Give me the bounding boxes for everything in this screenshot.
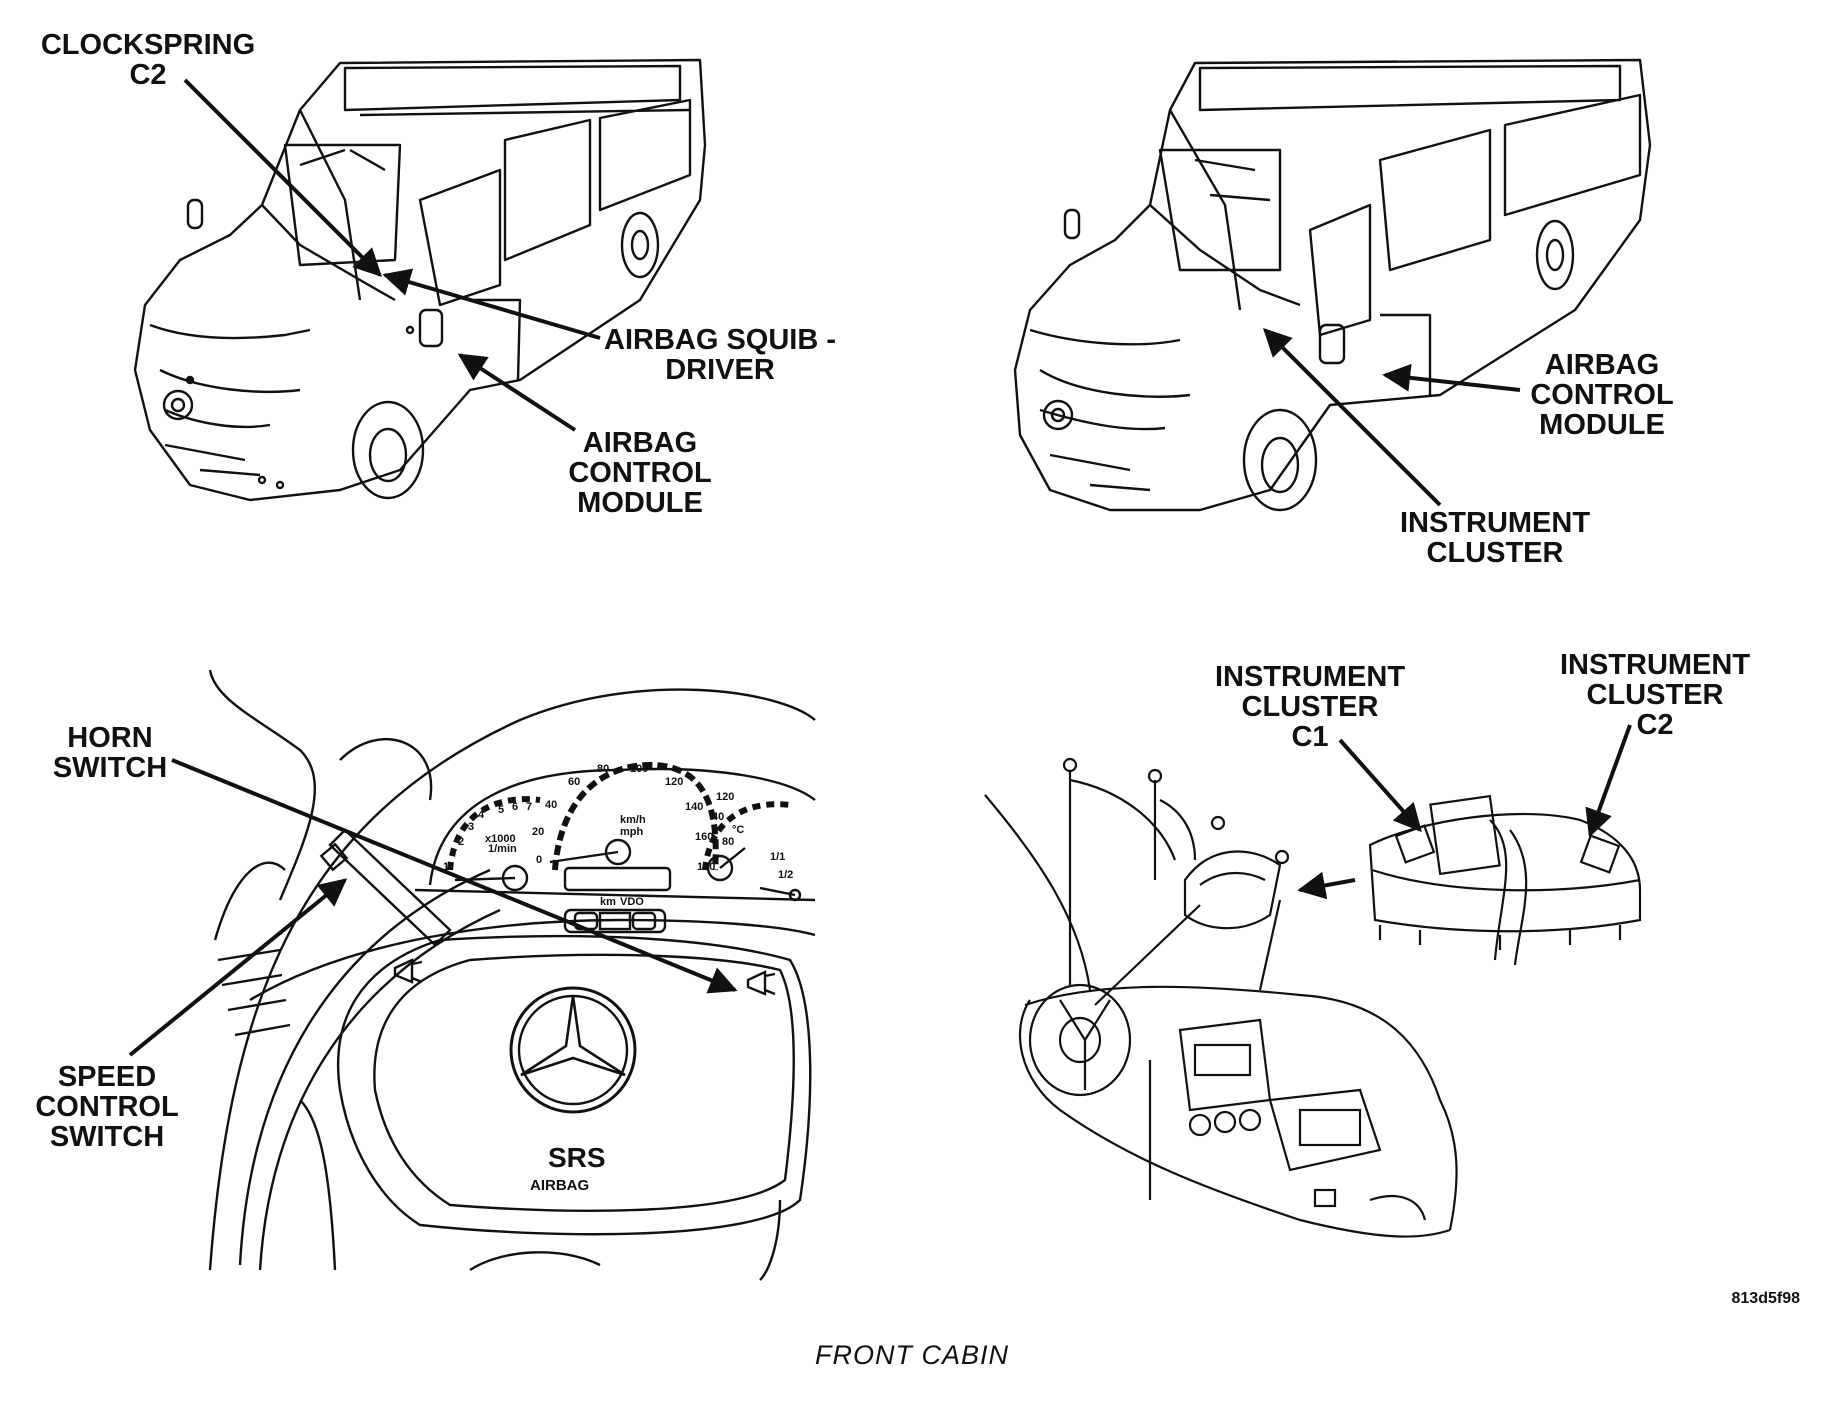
label-line: C2: [129, 59, 167, 91]
label-instrument-cluster: INSTRUMENT CLUSTER: [1400, 508, 1590, 568]
label-line: AIRBAG: [1544, 349, 1660, 381]
label-line: AIRBAG SQUIB -: [604, 324, 836, 356]
label-line: CONTROL: [35, 1091, 179, 1123]
figure-id: 813d5f98: [1731, 1290, 1801, 1307]
odo-unit-km: km: [600, 896, 616, 908]
temp-unit: °C: [732, 824, 744, 836]
label-airbag-control-module-right: AIRBAG CONTROL MODULE: [1530, 350, 1673, 440]
cluster-c1-leader: [1338, 738, 1422, 833]
tach-tick-3: 3: [468, 821, 474, 833]
tach-tick-4: 4: [478, 809, 485, 821]
van-right-leaders: [1263, 328, 1521, 507]
tach-tick-6: 6: [512, 801, 518, 813]
label-airbag-control-module-left: AIRBAG CONTROL MODULE: [568, 428, 711, 518]
airbag-text: AIRBAG: [530, 1177, 589, 1194]
label-airbag-squib-driver: AIRBAG SQUIB - DRIVER: [604, 325, 836, 385]
label-clockspring-c2: CLOCKSPRING C2: [41, 30, 255, 90]
label-line: SPEED: [57, 1061, 157, 1093]
label-line: CLUSTER: [1241, 691, 1379, 723]
airbag-module-leader-right: [1382, 363, 1521, 392]
temp-tick-80: 80: [722, 836, 734, 848]
airbag-squib-leader: [382, 268, 601, 340]
temp-tick-120: 120: [716, 791, 734, 803]
label-line: AIRBAG: [582, 427, 698, 459]
tach-unit-min: 1/min: [488, 843, 517, 855]
tach-tick-5: 5: [498, 804, 504, 816]
speed-tick-180: 180: [697, 861, 715, 873]
fuel-tick-half: 1/2: [778, 869, 793, 881]
speed-unit-mph: mph: [620, 826, 644, 838]
speed-tick-20: 20: [532, 826, 544, 838]
label-line: INSTRUMENT: [1399, 507, 1591, 539]
speed-tick-40: 40: [545, 799, 557, 811]
van-right-illustration: [1013, 58, 1652, 512]
label-line: HORN: [67, 722, 153, 754]
speed-tick-60: 60: [568, 776, 580, 788]
cluster-c2-leader: [1585, 724, 1632, 838]
speed-tick-80: 80: [597, 763, 609, 775]
airbag-module-leader-left: [457, 353, 577, 432]
speed-tick-160: 160: [695, 831, 713, 843]
label-line: CLUSTER: [1426, 537, 1564, 569]
van-left-leaders: [183, 78, 601, 432]
speed-tick-100: 100: [630, 763, 648, 775]
horn-switch-leader: [171, 758, 738, 994]
speed-tick-140: 140: [685, 801, 703, 813]
srs-text: SRS: [548, 1142, 606, 1173]
label-line: SWITCH: [49, 1121, 165, 1153]
odo-brand: VDO: [620, 896, 644, 908]
figure-caption: FRONT CABIN: [814, 1340, 1010, 1370]
label-line: CLUSTER: [1586, 679, 1724, 711]
instrument-cluster-leader: [1263, 328, 1442, 507]
label-instrument-cluster-c2: INSTRUMENT CLUSTER C2: [1560, 650, 1750, 740]
tach-unit-x1000: x1000: [485, 833, 516, 845]
cluster-removal-arrow: [1297, 871, 1356, 900]
tach-tick-1: 1: [443, 861, 449, 873]
speed-unit-kmh: km/h: [620, 814, 646, 826]
van-left-illustration: [133, 58, 707, 502]
label-instrument-cluster-c1: INSTRUMENT CLUSTER C1: [1215, 662, 1405, 752]
label-line: INSTRUMENT: [1214, 661, 1406, 693]
label-speed-control-switch: SPEED CONTROL SWITCH: [35, 1062, 178, 1152]
dash-illustration: [984, 757, 1642, 1238]
label-line: SWITCH: [52, 752, 168, 784]
label-line: CONTROL: [1530, 379, 1674, 411]
label-line: C1: [1291, 721, 1329, 753]
speed-control-leader: [128, 878, 348, 1057]
speed-tick-120: 120: [665, 776, 683, 788]
label-line: INSTRUMENT: [1559, 649, 1751, 681]
label-line: MODULE: [1539, 409, 1665, 441]
fuel-tick-full: 1/1: [770, 851, 785, 863]
steering-leaders: [128, 758, 738, 1057]
steering-illustration: [208, 669, 816, 1281]
label-line: CLOCKSPRING: [40, 29, 256, 61]
label-line: CONTROL: [568, 457, 712, 489]
clockspring-leader: [183, 78, 382, 277]
label-line: C2: [1636, 709, 1674, 741]
label-horn-switch: HORN SWITCH: [53, 723, 167, 783]
dash-leaders: [1297, 724, 1632, 900]
tach-tick-7: 7: [526, 801, 532, 813]
label-line: MODULE: [577, 487, 703, 519]
tach-tick-2: 2: [458, 836, 464, 848]
steering-gauge-text: 1 2 3 4 5 6 7 x1000 1/min 0 20 40 60 80 …: [443, 763, 793, 1194]
temp-tick-40: 40: [712, 811, 724, 823]
label-line: DRIVER: [665, 354, 775, 386]
speed-tick-0: 0: [536, 854, 542, 866]
